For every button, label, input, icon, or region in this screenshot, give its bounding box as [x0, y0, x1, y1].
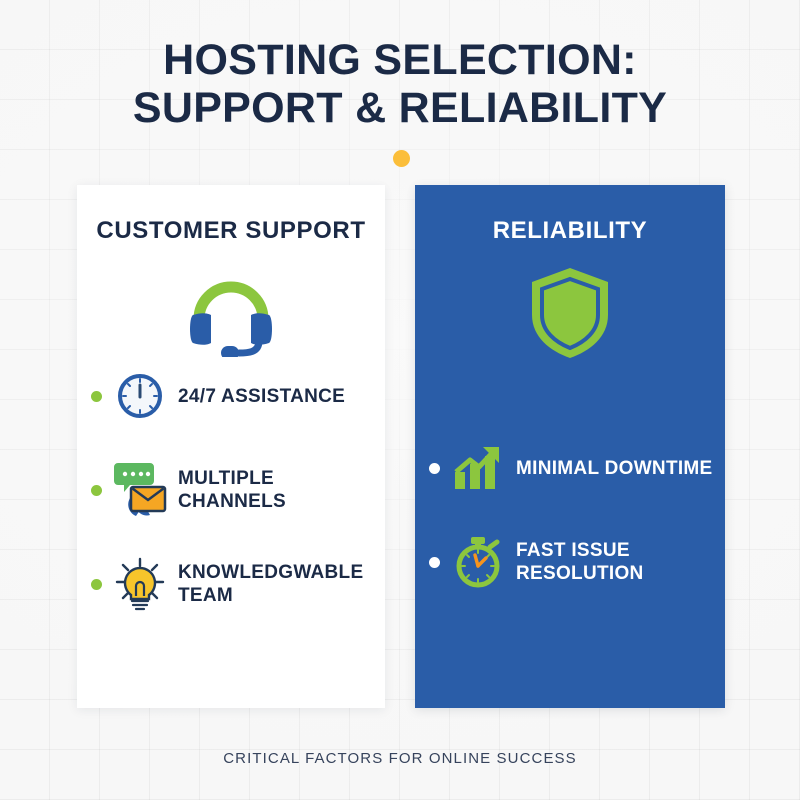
- chat-envelope-phone-icon: [112, 462, 168, 518]
- page-title: HOSTING SELECTION: SUPPORT & RELIABILITY: [0, 36, 800, 132]
- bullet-icon: [91, 578, 102, 590]
- bullet-icon: [429, 462, 440, 474]
- list-item[interactable]: 24/7 ASSISTANCE: [77, 368, 385, 424]
- card-reliability-title: RELIABILITY: [492, 217, 648, 244]
- list-item[interactable]: FAST ISSUE RESOLUTION: [415, 534, 725, 590]
- bullet-icon: [429, 556, 440, 568]
- title-line-1: HOSTING SELECTION:: [163, 36, 637, 84]
- accent-dot-icon: [393, 150, 410, 167]
- lightbulb-icon: [112, 556, 168, 612]
- support-feature-list: 24/7 ASSISTANCE: [77, 368, 385, 650]
- bullet-icon: [91, 390, 102, 402]
- bullet-icon: [91, 484, 102, 496]
- card-reliability: RELIABILITY: [415, 185, 725, 708]
- stopwatch-icon: [450, 534, 506, 590]
- shield-icon: [528, 265, 612, 366]
- list-item[interactable]: MULTIPLE CHANNELS: [77, 462, 385, 518]
- list-item-label: MULTIPLE CHANNELS: [178, 468, 286, 512]
- growth-chart-icon: [450, 440, 506, 496]
- title-line-2: SUPPORT & RELIABILITY: [132, 84, 668, 132]
- footer-caption: CRITICAL FACTORS FOR ONLINE SUCCESS: [223, 750, 577, 767]
- list-item[interactable]: KNOWLEDGWABLE TEAM: [77, 556, 385, 612]
- list-item-label: MINIMAL DOWNTIME: [516, 457, 713, 479]
- card-customer-support: CUSTOMER SUPPORT: [77, 185, 385, 708]
- clock-icon: [112, 368, 168, 424]
- list-item-label: 24/7 ASSISTANCE: [178, 385, 346, 407]
- card-support-title: CUSTOMER SUPPORT: [96, 217, 366, 244]
- reliability-feature-list: MINIMAL DOWNTIME: [415, 440, 725, 628]
- list-item[interactable]: MINIMAL DOWNTIME: [415, 440, 725, 496]
- list-item-label: KNOWLEDGWABLE TEAM: [178, 562, 364, 606]
- list-item-label: FAST ISSUE RESOLUTION: [516, 540, 644, 584]
- headset-icon: [181, 265, 281, 362]
